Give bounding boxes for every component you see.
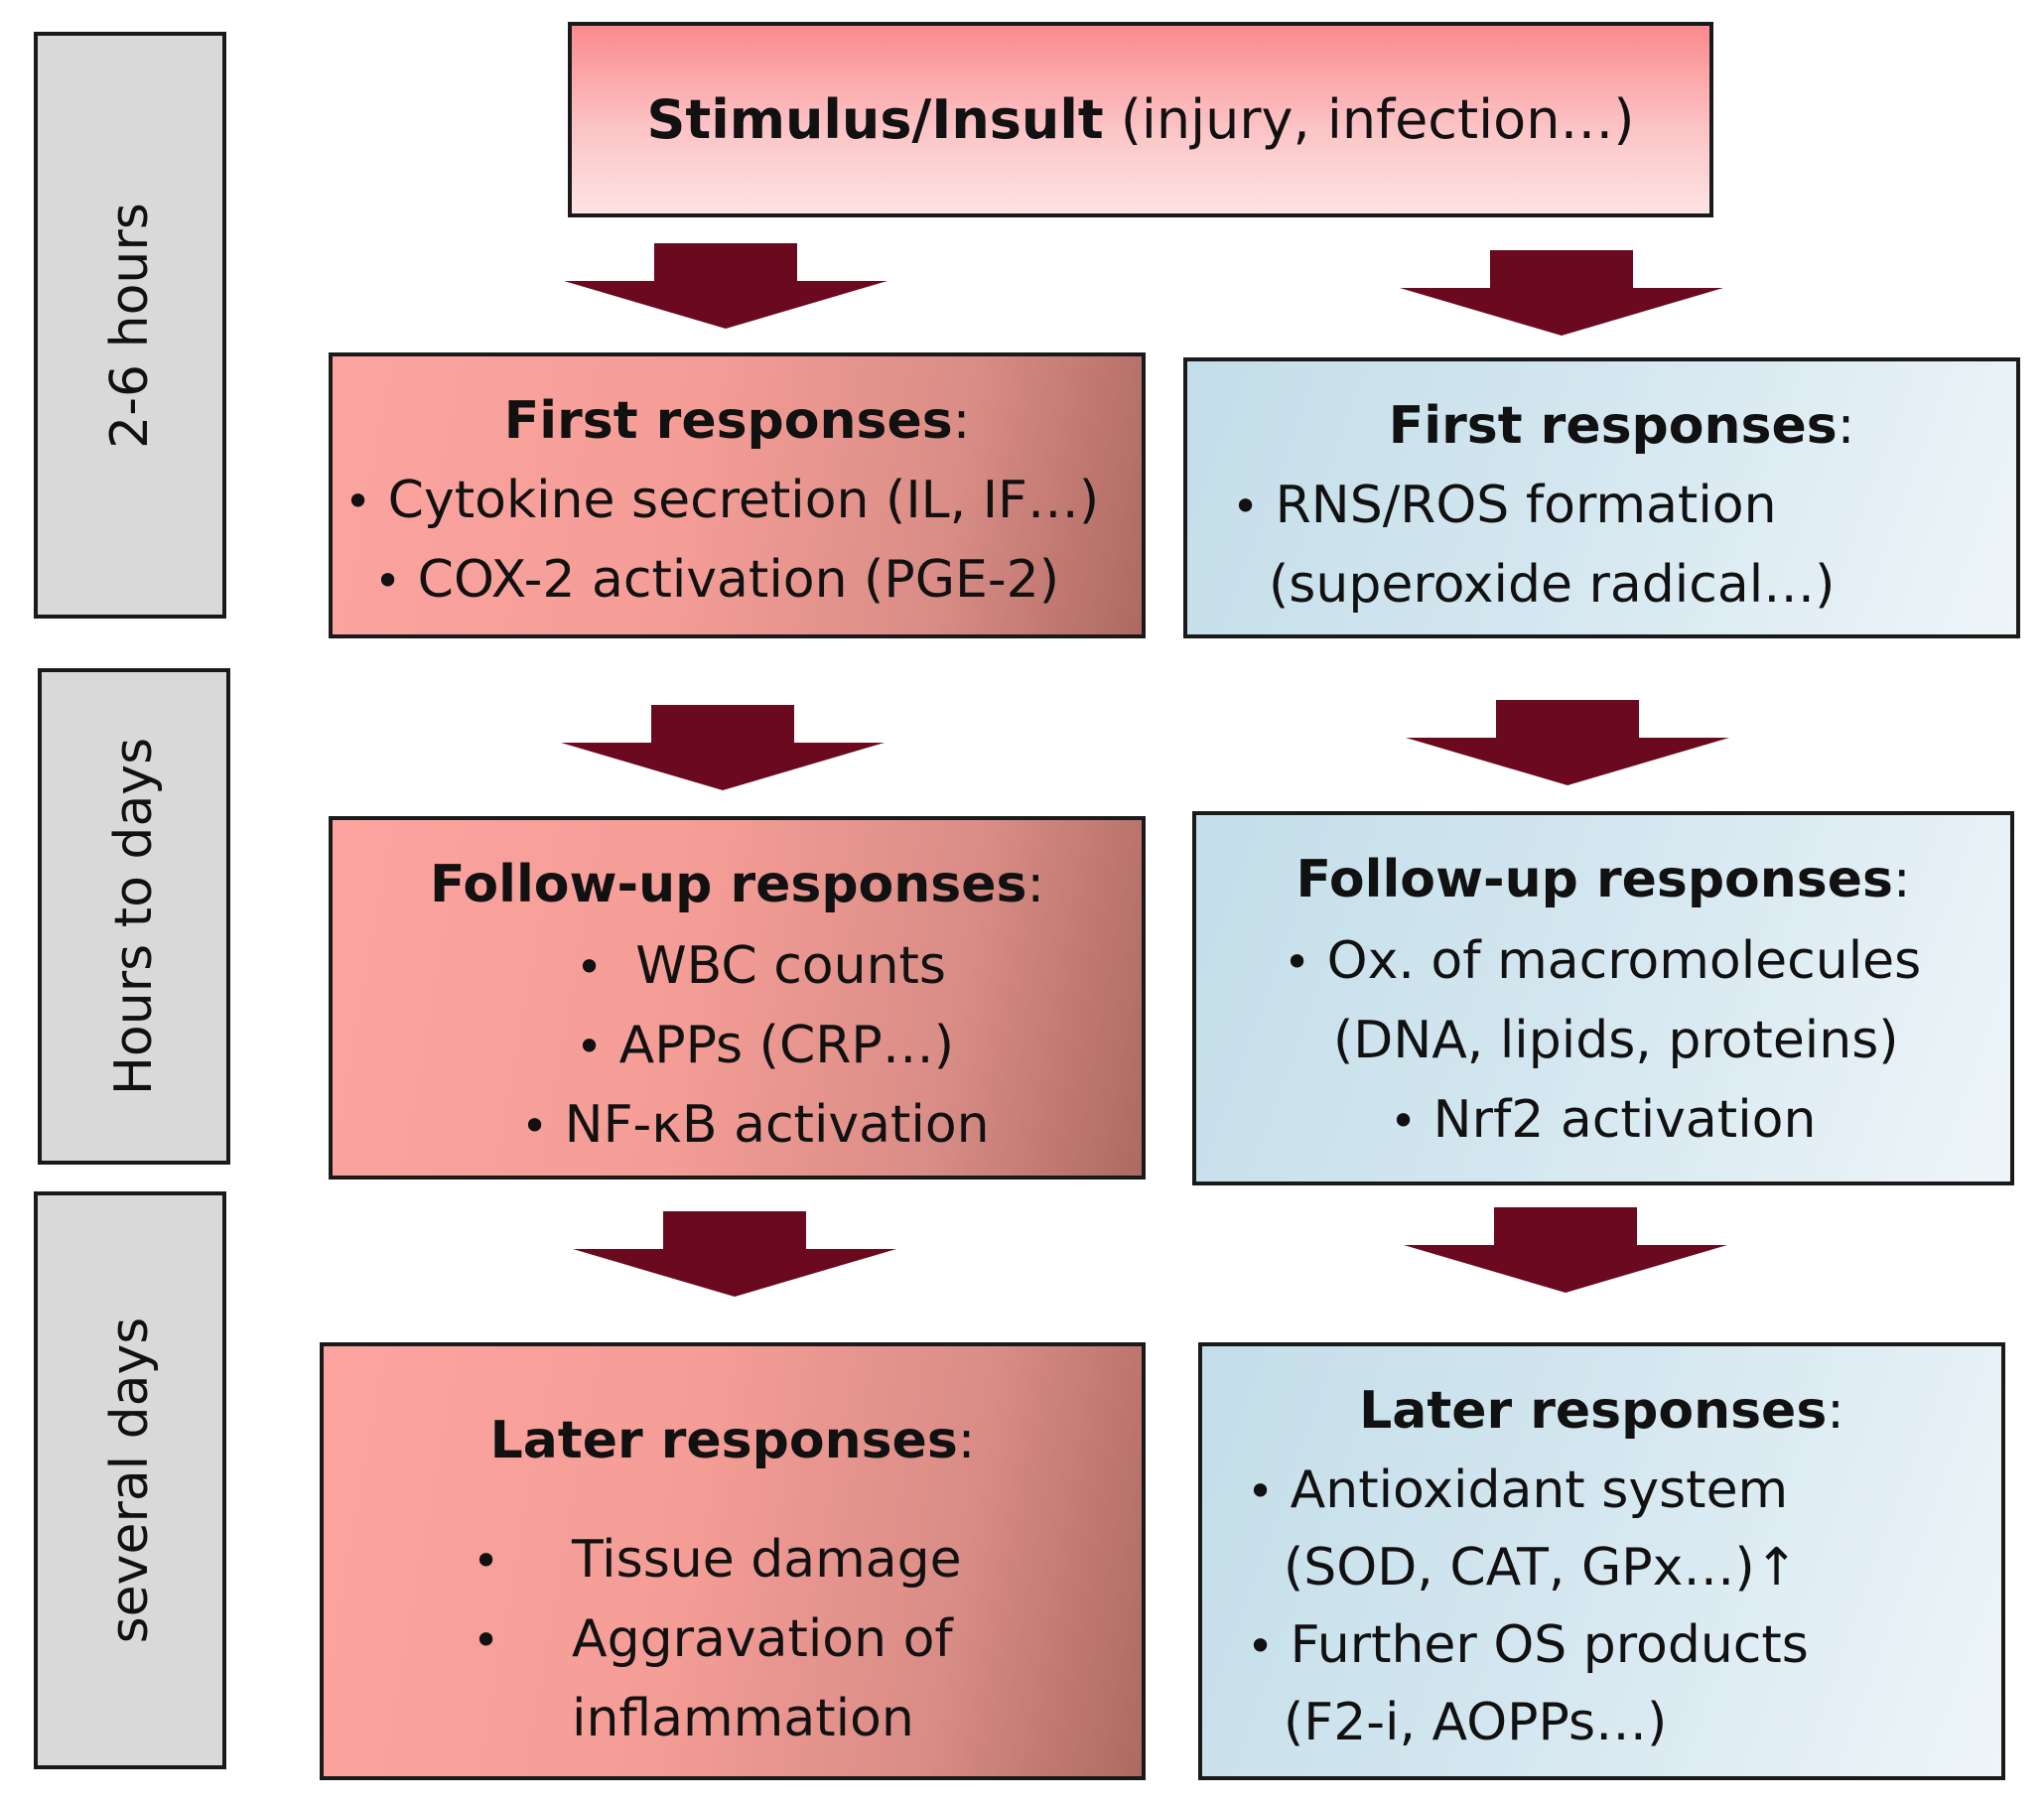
list-item-text: Tissue damage — [572, 1530, 962, 1590]
arrow-left-2 — [561, 705, 885, 790]
list-item: • Antioxidant system — [1247, 1460, 1789, 1520]
list-item: (DNA, lipids, proteins) — [1333, 1011, 1899, 1070]
arrow-left-3 — [573, 1211, 896, 1297]
list-item: • COX-2 activation (PGE-2) — [374, 550, 1059, 610]
stimulus-examples: (injury, infection…) — [1103, 88, 1635, 151]
list-item: • Further OS products — [1247, 1615, 1809, 1675]
list-item: • Ox. of macromolecules — [1284, 931, 1922, 991]
time-box-followup: Hours to days — [38, 668, 230, 1165]
box-title: Follow-up responses: — [1295, 850, 1911, 909]
arrow-right-3 — [1404, 1207, 1727, 1293]
time-label-first: 2-6 hours — [100, 202, 160, 449]
box-title: Later responses: — [1359, 1381, 1844, 1441]
list-item: • Nrf2 activation — [1390, 1090, 1817, 1150]
time-label-later: several days — [100, 1317, 160, 1644]
list-item: • RNS/ROS formation — [1232, 476, 1777, 535]
stimulus-box: Stimulus/Insult (injury, infection…) — [568, 22, 1713, 217]
inflammation-followup-responses-box: Follow-up responses: • WBC counts • APPs… — [329, 816, 1146, 1180]
time-box-first: 2-6 hours — [34, 32, 226, 619]
box-title: First responses: — [503, 391, 971, 451]
time-box-later: several days — [34, 1191, 226, 1769]
oxidative-first-responses-box: First responses: • RNS/ROS formation (su… — [1183, 357, 2020, 638]
list-item: • — [473, 1534, 500, 1588]
box-title: Later responses: — [489, 1411, 976, 1470]
list-item: • NF-κB activation — [521, 1095, 990, 1155]
list-item: (SOD, CAT, GPx…)↑ — [1284, 1538, 1799, 1598]
arrow-left-1 — [564, 243, 887, 329]
list-item-text: inflammation — [572, 1689, 914, 1748]
inflammation-later-responses-box: Later responses: • Tissue damage • Aggra… — [320, 1342, 1146, 1780]
oxidative-followup-responses-box: Follow-up responses: • Ox. of macromolec… — [1192, 811, 2014, 1185]
inflammation-first-responses-box: First responses: • Cytokine secretion (I… — [329, 352, 1146, 638]
box-title: First responses: — [1388, 396, 1855, 456]
oxidative-later-responses-box: Later responses: • Antioxidant system (S… — [1198, 1342, 2005, 1780]
list-item: (F2-i, AOPPs…) — [1284, 1693, 1668, 1752]
list-item: • APPs (CRP…) — [576, 1016, 955, 1075]
list-item: • — [473, 1613, 500, 1667]
arrow-right-1 — [1400, 250, 1723, 336]
box-title: Follow-up responses: — [429, 855, 1044, 914]
list-item: (superoxide radical…) — [1269, 555, 1836, 615]
stimulus-title: Stimulus/Insult — [646, 88, 1104, 151]
list-item-text: Aggravation of — [572, 1609, 953, 1669]
arrow-right-2 — [1406, 700, 1729, 785]
list-item: • WBC counts — [576, 936, 947, 996]
list-item: • Cytokine secretion (IL, IF…) — [344, 471, 1100, 530]
time-label-followup: Hours to days — [104, 737, 164, 1096]
